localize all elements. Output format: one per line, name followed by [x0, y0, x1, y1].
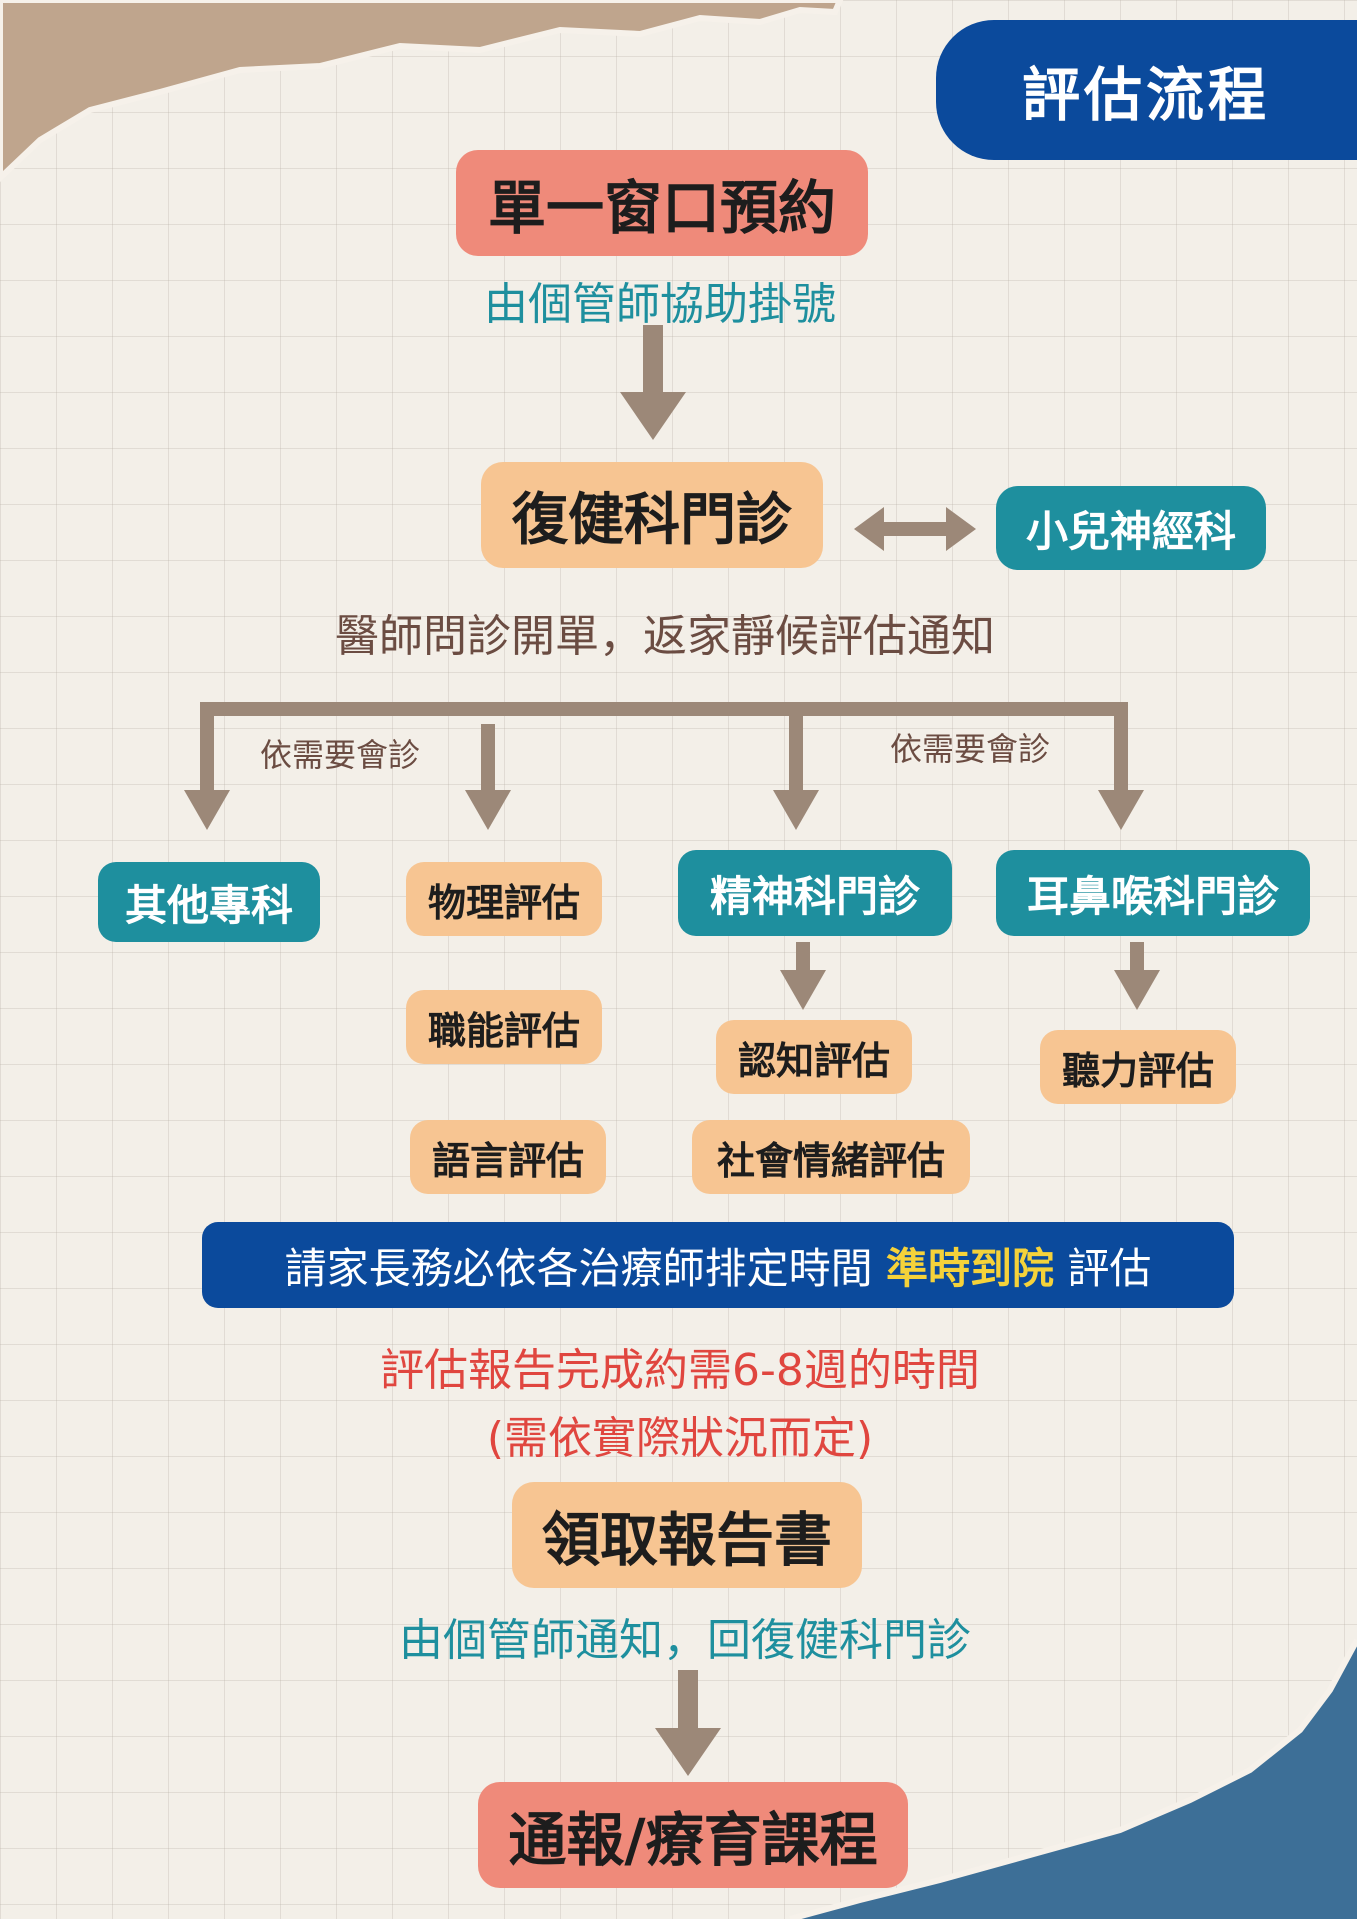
arrow-head-physical	[465, 790, 511, 830]
notice-highlight: 準時到院	[885, 1243, 1054, 1293]
step2-title: 復健科門診	[512, 487, 792, 553]
step1-subtitle: 由個管師協助掛號	[484, 279, 836, 330]
double-arrow-right-head	[946, 507, 976, 551]
social-emotional-eval-box: 社會情緒評估	[692, 1120, 970, 1194]
step3-title: 領取報告書	[541, 1506, 832, 1574]
psychiatry-box: 精神科門診	[678, 850, 952, 936]
report-time-line1: 評估報告完成約需6-8週的時間	[380, 1345, 980, 1396]
report-time-line2: (需依實際狀況而定)	[486, 1413, 874, 1464]
branch-bar	[200, 702, 1128, 716]
branch-note-left: 依需要會診	[259, 736, 420, 774]
step1-box: 單一窗口預約	[456, 150, 868, 256]
notice-text-before: 請家長務必依各治療師排定時間	[284, 1243, 886, 1293]
arrow-shaft-1	[643, 325, 663, 395]
arrow-head-cognitive	[780, 970, 826, 1010]
arrow-head-4	[655, 1728, 721, 1776]
hearing-eval-label: 聽力評估	[1061, 1048, 1214, 1093]
step3-subtitle: 由個管師通知，回復健科門診	[399, 1615, 971, 1666]
arrow-head-ent	[1098, 790, 1144, 830]
cognitive-eval-label: 認知評估	[737, 1038, 890, 1083]
social-emotional-eval-label: 社會情緒評估	[716, 1138, 945, 1183]
physical-eval-label: 物理評估	[427, 880, 580, 925]
ent-box: 耳鼻喉科門診	[996, 850, 1310, 936]
arrow-head-1	[620, 392, 686, 440]
arrow-shaft-4	[678, 1670, 698, 1732]
occupational-eval-box: 職能評估	[406, 990, 602, 1064]
pediatric-neurology-box: 小兒神經科	[996, 486, 1266, 570]
other-specialty-label: 其他專科	[124, 880, 293, 930]
step4-title: 通報/療育課程	[508, 1806, 878, 1874]
header-badge: 評估流程	[936, 20, 1357, 160]
notice-text-after: 評估	[1054, 1243, 1152, 1293]
double-arrow-left-head	[854, 507, 884, 551]
notice-bar: 請家長務必依各治療師排定時間 準時到院 評估	[202, 1222, 1234, 1308]
step4-box: 通報/療育課程	[478, 1782, 908, 1888]
hearing-eval-box: 聽力評估	[1040, 1030, 1236, 1104]
step2-box: 復健科門診	[481, 462, 823, 568]
arrow-head-hearing	[1114, 970, 1160, 1010]
pediatric-neurology-label: 小兒神經科	[1025, 506, 1236, 556]
arrow-head-psych	[773, 790, 819, 830]
arrow-head-other	[184, 790, 230, 830]
occupational-eval-label: 職能評估	[427, 1008, 580, 1053]
speech-eval-label: 語言評估	[431, 1138, 584, 1183]
cognitive-eval-box: 認知評估	[716, 1020, 912, 1094]
step2-subtitle: 醫師問診開單，返家靜候評估通知	[335, 611, 995, 662]
psychiatry-label: 精神科門診	[709, 871, 920, 921]
step3-box: 領取報告書	[512, 1482, 862, 1588]
header-badge-text: 評估流程	[1022, 61, 1271, 129]
ent-label: 耳鼻喉科門診	[1026, 871, 1279, 921]
branch-note-right: 依需要會診	[889, 730, 1050, 768]
double-arrow-shaft	[880, 522, 950, 536]
physical-eval-box: 物理評估	[406, 862, 602, 936]
other-specialty-box: 其他專科	[98, 862, 320, 942]
step1-title: 單一窗口預約	[487, 174, 836, 242]
speech-eval-box: 語言評估	[410, 1120, 606, 1194]
